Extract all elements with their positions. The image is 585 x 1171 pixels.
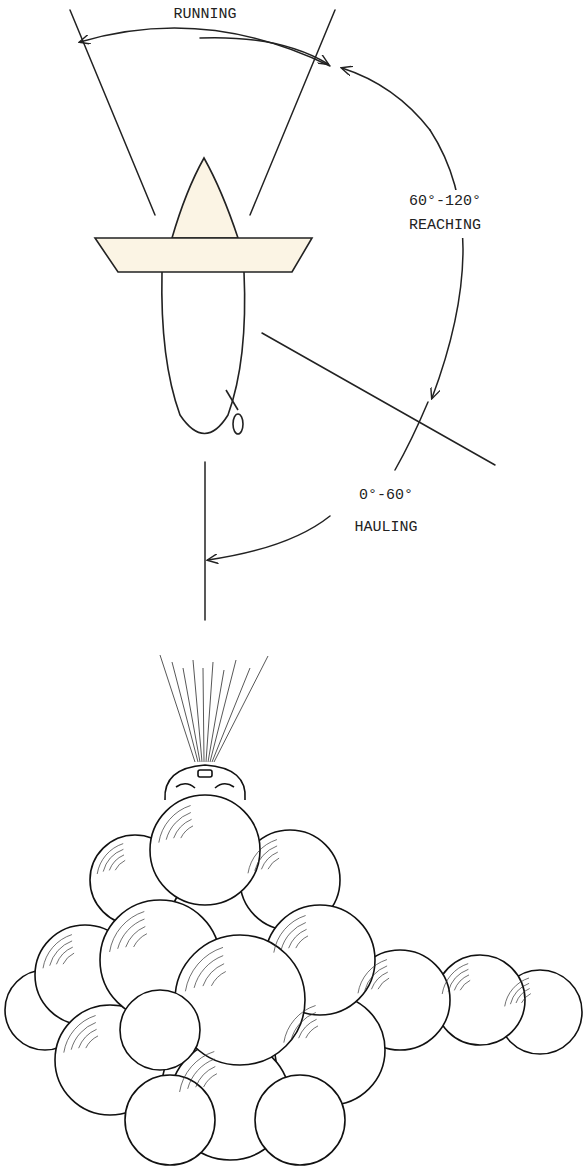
reaching-arc xyxy=(430,130,463,398)
hauling-arc xyxy=(208,516,330,560)
running-arc xyxy=(200,38,328,64)
shading-stroke xyxy=(255,846,277,871)
shading-stroke xyxy=(505,978,529,1006)
shading-stroke xyxy=(97,844,123,874)
sector-line xyxy=(262,333,495,465)
shading-stroke xyxy=(118,919,145,949)
shading-stroke xyxy=(296,936,308,948)
shading-stroke xyxy=(194,956,223,988)
shading-stroke xyxy=(274,916,306,953)
point-of-sail-label: 60°-120° REACHING xyxy=(395,190,496,238)
shading-stroke xyxy=(281,923,306,950)
shading-stroke xyxy=(358,960,387,994)
shading-stroke xyxy=(180,1052,215,1093)
shading-stroke xyxy=(268,858,279,869)
shading-stroke xyxy=(103,849,123,871)
shading-stroke xyxy=(71,1023,96,1050)
shading-stroke xyxy=(284,1006,316,1043)
shading-stroke xyxy=(365,966,387,991)
wind-axis-line xyxy=(204,462,206,620)
shading-stroke xyxy=(211,972,225,986)
shading-stroke xyxy=(86,1036,98,1048)
shading-stroke xyxy=(522,994,531,1003)
cloud-shading xyxy=(43,806,531,1093)
wind-cloud xyxy=(5,765,582,1165)
shading-stroke xyxy=(115,860,125,870)
shading-stroke xyxy=(110,912,145,953)
shading-stroke xyxy=(188,1059,215,1089)
hauling-arc xyxy=(395,402,428,470)
point-of-sail-label: RUNNING xyxy=(157,6,253,24)
shading-stroke xyxy=(460,980,470,990)
shading-stroke xyxy=(510,983,529,1004)
shading-stroke xyxy=(64,1016,96,1053)
shading-stroke xyxy=(63,953,74,964)
wind-streaks xyxy=(160,655,268,762)
shading-stroke xyxy=(448,969,468,991)
shading-stroke xyxy=(50,941,72,966)
point-of-sail-label: 0°-60° HAULING xyxy=(343,480,429,544)
reaching-arc xyxy=(342,68,430,130)
wind-face xyxy=(176,770,234,788)
shading-stroke xyxy=(166,813,191,840)
shading-stroke xyxy=(43,935,72,969)
shading-stroke xyxy=(159,806,191,843)
shading-stroke xyxy=(204,1074,217,1087)
shading-stroke xyxy=(442,964,468,994)
shading-stroke xyxy=(185,947,223,991)
shading-stroke xyxy=(181,826,193,838)
shading-stroke xyxy=(134,934,147,947)
running-arc xyxy=(80,28,330,66)
boat xyxy=(95,158,312,434)
shading-stroke xyxy=(306,1026,318,1038)
shading-stroke xyxy=(378,978,389,989)
shading-stroke xyxy=(248,840,277,874)
shading-stroke xyxy=(291,1013,316,1040)
